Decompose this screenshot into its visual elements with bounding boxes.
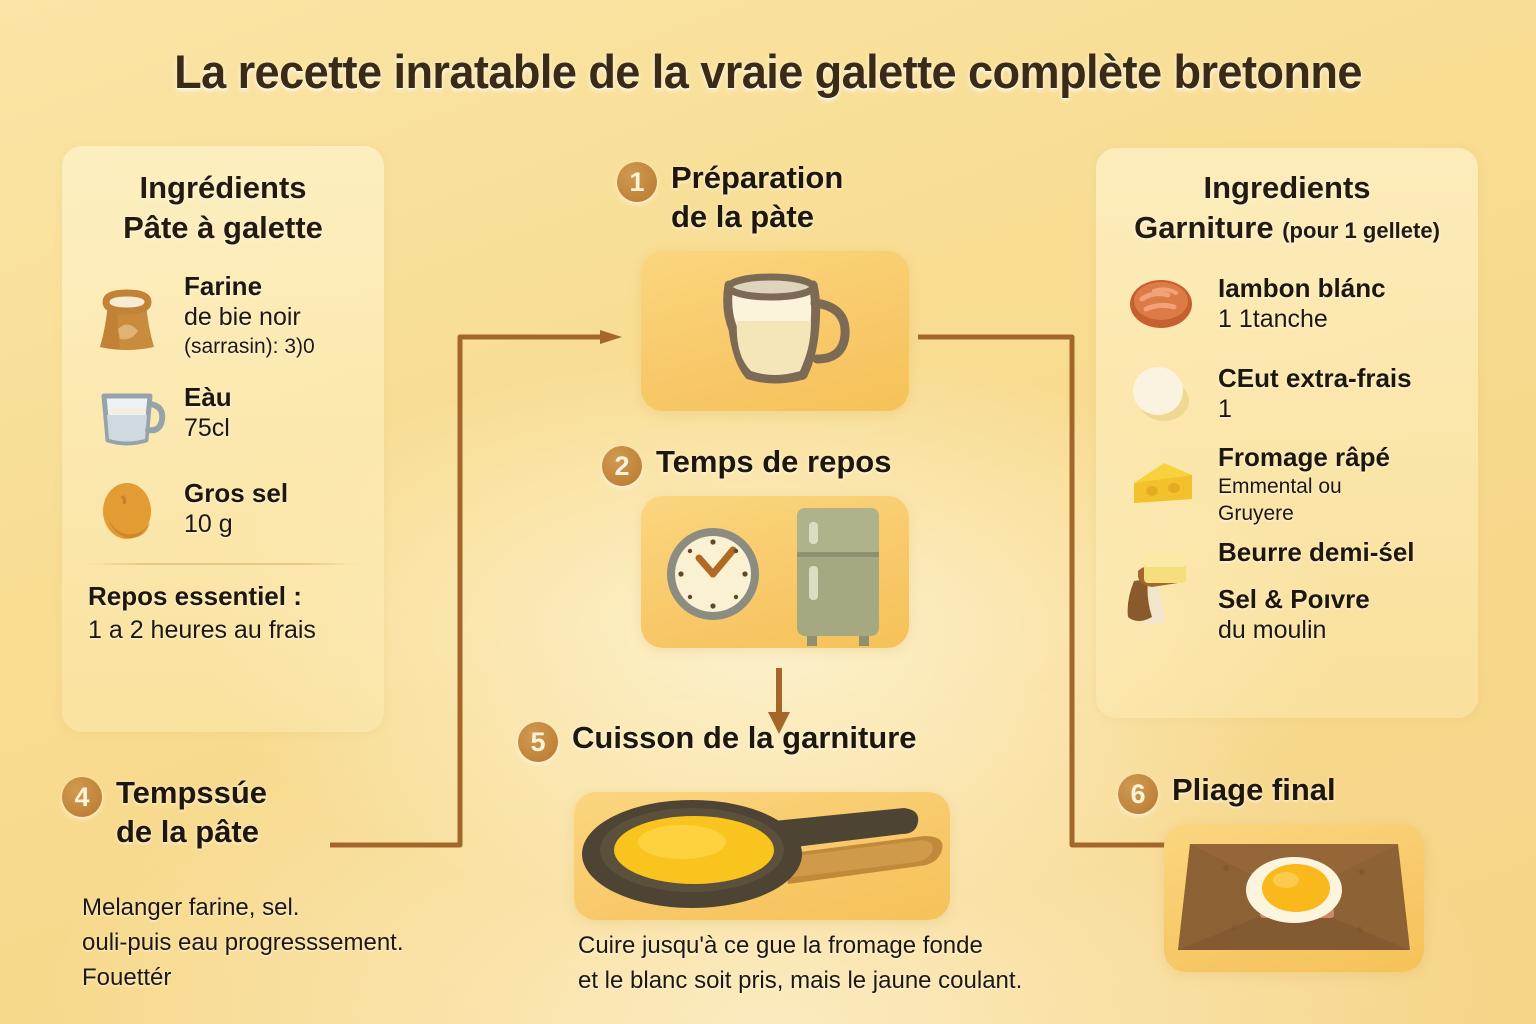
- cheese-icon: [1118, 441, 1204, 527]
- step-5-caption-line1: Cuire jusqu'à ce gue la fromage fonde: [578, 932, 983, 959]
- step-label: Tempssúe de la pâte: [116, 773, 267, 851]
- right-panel-heading-line2: Garniture (pour 1 gellete): [1096, 208, 1478, 251]
- step-2-illustration-card: [641, 496, 909, 648]
- left-panel-heading-line2: Pâte à galette: [123, 210, 323, 245]
- ingredient-qty-1: 10 g: [184, 510, 233, 538]
- ingredient-name: Beurre demi-śel: [1218, 537, 1415, 567]
- list-item-text: Fromage râpé Emmental ou Gruyere: [1218, 442, 1390, 527]
- step-4-caption-line1: Melanger farine, sel.: [82, 894, 300, 921]
- list-item: CEut extra-frais 1: [1096, 349, 1478, 439]
- flour-sack-icon: [84, 273, 170, 359]
- step-label-line2: de la pâte: [116, 814, 259, 849]
- step-6-header: 6 Pliage final: [1118, 770, 1336, 814]
- right-panel-heading-main: Garniture: [1134, 210, 1274, 245]
- ingredients-filling-panel: Ingredients Garniture (pour 1 gellete): [1096, 148, 1478, 718]
- step-label-line2: de la pàte: [671, 199, 814, 234]
- page-title: La recette inratable de la vraie galette…: [174, 45, 1362, 98]
- step-label: Préparation de la pàte: [671, 158, 843, 236]
- step-4-caption: Melanger farine, sel. ouli-puis eau prog…: [82, 890, 522, 995]
- right-panel-heading-line1: Ingredients: [1203, 170, 1371, 205]
- batter-pitcher-icon: [641, 251, 909, 411]
- ingredient-name: Farine: [184, 271, 263, 301]
- step-badge: 5: [518, 722, 558, 762]
- step-label-line1: Tempssúe: [116, 775, 268, 810]
- ingredient-name: Eàu: [184, 382, 232, 412]
- ingredient-name: CEut extra-frais: [1218, 363, 1412, 393]
- list-item: Farine de bie noir (sarrasin): 3)0: [62, 266, 384, 365]
- right-panel-heading-sub: (pour 1 gellete): [1282, 218, 1440, 243]
- ingredient-qty-2: (sarrasin): 3)0: [184, 335, 315, 358]
- ingredient-qty-1: Emmental ou: [1218, 474, 1342, 498]
- list-item-text: Farine de bie noir (sarrasin): 3)0: [184, 271, 315, 360]
- left-panel-heading-line1: Ingrédients: [139, 170, 307, 205]
- ingredient-qty-2: Gruyere: [1218, 501, 1294, 525]
- measuring-jug-icon: [84, 370, 170, 456]
- ingredients-dough-panel: Ingrédients Pâte à galette Farine de bie: [62, 146, 384, 732]
- list-item: Beurre demi-śel Sel & Poıvre du moulin: [1096, 529, 1478, 646]
- list-item: Gros sel 10 g: [62, 461, 384, 557]
- step-4-header: 4 Tempssúe de la pâte: [62, 773, 267, 851]
- ingredient-name: Fromage râpé: [1218, 441, 1390, 472]
- list-item-text: Iambon blánc 1 1tanche: [1218, 273, 1386, 335]
- step-5-illustration-card: [574, 792, 950, 920]
- list-item-text: Gros sel 10 g: [184, 478, 288, 540]
- list-item-text: Eàu 75cl: [184, 382, 232, 444]
- step-5-caption: Cuire jusqu'à ce gue la fromage fonde et…: [578, 928, 1118, 998]
- resting-note-line1: Repos essentiel :: [88, 581, 302, 611]
- step-badge: 4: [62, 777, 102, 817]
- salt-rock-icon: [84, 466, 170, 552]
- step-label: Pliage final: [1172, 772, 1336, 807]
- step-4-caption-line2: ouli-puis eau progresssement.: [82, 929, 404, 956]
- step-1-header: 1 Préparation de la pàte: [617, 158, 937, 236]
- left-panel-heading: Ingrédients Pâte à galette: [62, 146, 384, 248]
- step-label: Cuisson de la garniture: [572, 720, 917, 755]
- step-5-caption-line2: et le blanc soit pris, mais le jaune cou…: [578, 967, 1023, 994]
- ingredient-qty-1: de bie noir: [184, 303, 301, 331]
- ingredient-qty-1: 1 1tanche: [1218, 305, 1328, 333]
- step-6-illustration-card: [1164, 824, 1424, 972]
- ingredient-qty-1: 1: [1218, 395, 1232, 423]
- left-ingredient-list: Farine de bie noir (sarrasin): 3)0 Eàu: [62, 266, 384, 557]
- step-badge: 6: [1118, 774, 1158, 814]
- right-ingredient-list: Iambon blánc 1 1tanche CEut extra-frais …: [1096, 259, 1478, 646]
- list-item: Fromage râpé Emmental ou Gruyere: [1096, 439, 1478, 529]
- frying-pan-icon: [574, 792, 950, 920]
- ingredient-name: Gros sel: [184, 478, 289, 508]
- step-label: Temps de repos: [656, 444, 892, 479]
- folded-galette-icon: [1164, 824, 1424, 972]
- ingredient-name: Iambon blánc: [1218, 273, 1386, 303]
- step-5-header: 5 Cuisson de la garniture: [518, 718, 917, 762]
- ingredient-qty-1: 75cl: [184, 414, 230, 442]
- list-item: Iambon blánc 1 1tanche: [1096, 259, 1478, 349]
- list-item-text: CEut extra-frais 1: [1218, 363, 1412, 425]
- step-4-caption-line3: Fouettér: [82, 964, 172, 991]
- step-2-header: 2 Temps de repos: [602, 442, 891, 486]
- ham-slice-icon: [1118, 261, 1204, 347]
- step-badge: 1: [617, 162, 657, 202]
- butter-and-mill-group-icon: [1118, 529, 1204, 639]
- right-panel-heading: Ingredients Garniture (pour 1 gellete): [1096, 148, 1478, 251]
- panel-divider: [86, 563, 360, 565]
- resting-note: Repos essentiel : 1 a 2 heures au frais: [62, 565, 384, 647]
- step-badge: 2: [602, 446, 642, 486]
- step-label-line1: Préparation: [671, 160, 844, 195]
- ingredient-name: Sel & Poıvre: [1218, 584, 1370, 614]
- list-item-text: Beurre demi-śel Sel & Poıvre du moulin: [1218, 529, 1415, 646]
- ingredient-qty-1: du moulin: [1218, 616, 1327, 644]
- step-1-illustration-card: [641, 251, 909, 411]
- clock-and-fridge-icon: [641, 496, 909, 648]
- egg-icon: [1118, 351, 1204, 437]
- list-item: Eàu 75cl: [62, 365, 384, 461]
- resting-note-line2: 1 a 2 heures au frais: [88, 616, 316, 644]
